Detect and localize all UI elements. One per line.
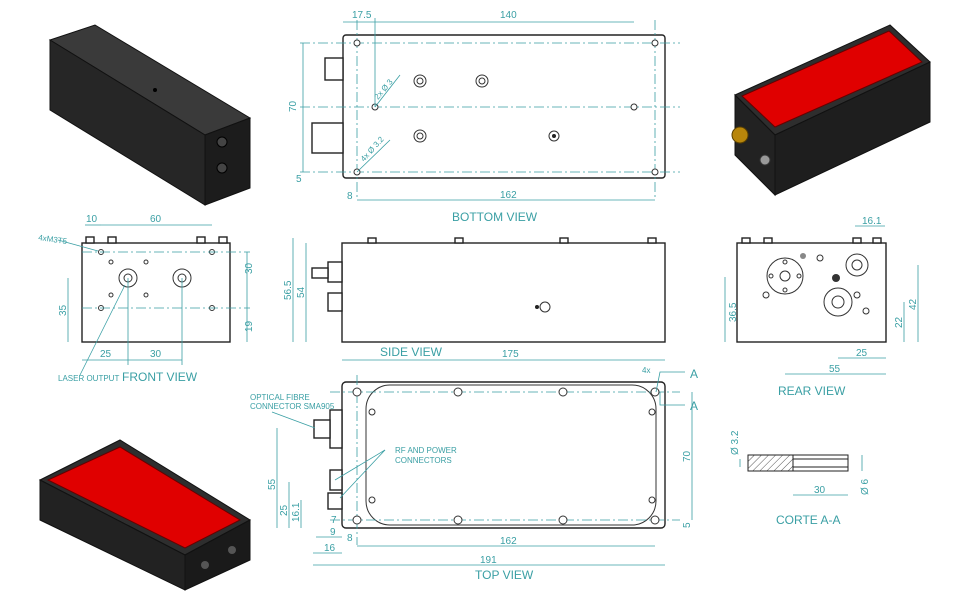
note-thread: 4xM3T5 (38, 233, 68, 246)
dim-4x: 4x (642, 366, 650, 375)
dim-42: 42 (908, 298, 919, 310)
dim-56-5: 56.5 (283, 280, 294, 300)
side-view-title: SIDE VIEW (380, 345, 443, 359)
bottom-view-title: BOTTOM VIEW (452, 210, 538, 224)
dim-8: 8 (347, 191, 353, 202)
section-title: CORTE A-A (776, 513, 840, 527)
dim-25-top: 25 (279, 504, 290, 516)
dim-70-top: 70 (682, 450, 693, 462)
dim-175: 175 (502, 349, 519, 360)
top-view: 55 25 16.1 7 9 16 8 162 191 70 5 4x A A … (250, 366, 698, 582)
dim-9: 9 (330, 527, 336, 538)
dim-60: 60 (150, 214, 162, 225)
bottom-view: 17.5 140 70 5 8 162 2x Ø 3 4x Ø 3.2 BOTT… (288, 10, 680, 224)
dim-10: 10 (86, 214, 98, 225)
top-view-outline (341, 381, 666, 529)
dim-16: 16 (324, 543, 336, 554)
dim-55-rear: 55 (829, 364, 841, 375)
iso-view-bottom-left-red (38, 439, 252, 591)
dim-16-1: 16.1 (862, 216, 882, 227)
dim-25: 25 (100, 349, 112, 360)
dim-36-5: 36.5 (728, 302, 739, 322)
dim-17-5: 17.5 (352, 10, 372, 21)
top-view-title: TOP VIEW (475, 568, 534, 582)
dim-19: 19 (244, 320, 255, 332)
note-fibre-1: OPTICAL FIBRE (250, 393, 310, 402)
section-marker-a-2: A (690, 399, 698, 413)
dim-55-top: 55 (267, 478, 278, 490)
dim-8-top: 8 (347, 533, 353, 544)
dim-5: 5 (296, 174, 302, 185)
dim-16-1-top: 16.1 (291, 502, 302, 522)
dim-162: 162 (500, 190, 517, 201)
dim-5-top: 5 (682, 522, 693, 528)
dim-30-h: 30 (150, 349, 162, 360)
note-rf-1: RF AND POWER (395, 446, 457, 455)
side-view-outline (341, 242, 666, 343)
note-laser-output: LASER OUTPUT (58, 374, 119, 383)
dim-outer: Ø 6 (860, 478, 871, 495)
iso-view-top-right-red (731, 24, 931, 197)
dim-54: 54 (296, 286, 307, 298)
front-view-title: FRONT VIEW (122, 370, 198, 384)
front-view-outline (81, 242, 231, 343)
dim-22: 22 (894, 316, 905, 328)
section-marker-a-1: A (690, 367, 698, 381)
dim-25-rear: 25 (856, 348, 868, 359)
side-view: 56.5 54 175 SIDE VIEW (283, 237, 666, 361)
iso-view-bottom-black (48, 24, 252, 206)
dim-depth: 30 (814, 485, 826, 496)
section-a-a: Ø 3.2 30 Ø 6 CORTE A-A (730, 430, 871, 527)
dim-30-v: 30 (244, 262, 255, 274)
dim-7: 7 (331, 515, 337, 526)
dim-bore: Ø 3.2 (730, 430, 741, 455)
dim-35: 35 (58, 304, 69, 316)
dim-191: 191 (480, 555, 497, 566)
rear-view-title: REAR VIEW (778, 384, 846, 398)
dim-140: 140 (500, 10, 517, 21)
front-view: 10 60 30 19 35 25 30 4xM3T5 LASER OUTPUT… (38, 214, 255, 384)
dim-70: 70 (288, 100, 299, 112)
rear-view: 16.1 36.5 42 22 25 55 REAR VIEW (724, 216, 919, 398)
note-fibre-2: CONNECTOR SMA905 (250, 402, 335, 411)
dim-162-top: 162 (500, 536, 517, 547)
bottom-view-outline (342, 34, 666, 179)
note-rf-2: CONNECTORS (395, 456, 452, 465)
